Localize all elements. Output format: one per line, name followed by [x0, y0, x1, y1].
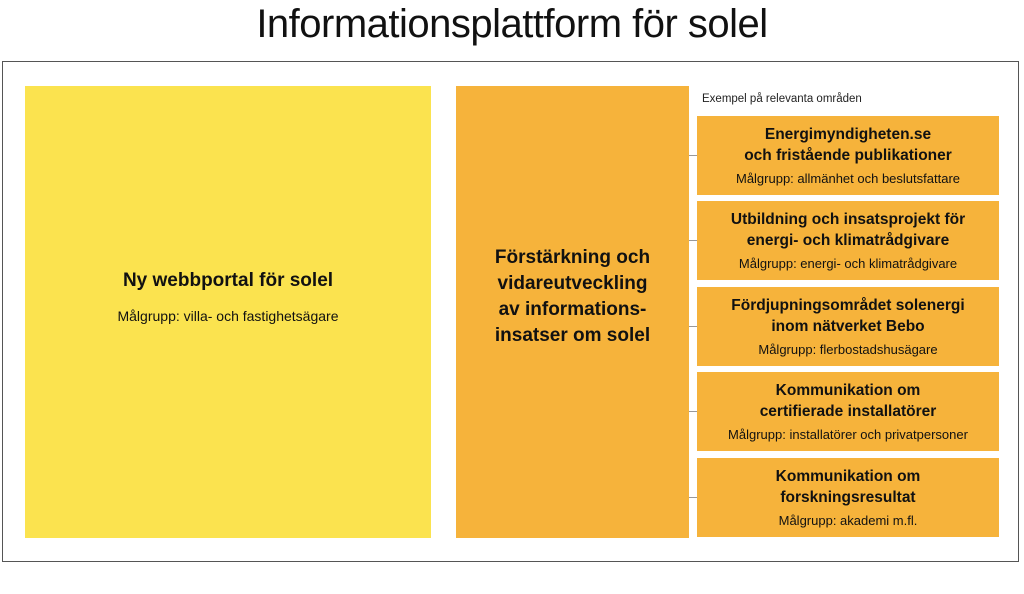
example-box-installatorer: Kommunikation om certifierade installatö… [697, 372, 999, 451]
example-heading: Utbildning och insatsprojekt för energi-… [730, 211, 966, 249]
connector-line [689, 155, 697, 156]
example-target: Målgrupp: akademi m.fl. [778, 513, 918, 528]
example-heading: Kommunikation om forskningsresultat [775, 468, 921, 506]
example-heading: Fördjupningsområdet solenergi inom nätve… [731, 297, 965, 335]
example-box-utbildning: Utbildning och insatsprojekt för energi-… [697, 201, 999, 280]
example-target: Målgrupp: energi- och klimatrådgivare [738, 256, 958, 271]
example-box-energimyndigheten: Energimyndigheten.se och fristående publ… [697, 116, 999, 195]
page-title: Informationsplattform för solel [256, 2, 768, 46]
example-heading: Energimyndigheten.se och fristående publ… [744, 126, 952, 164]
connector-line [689, 497, 697, 498]
examples-label: Exempel på relevanta områden [702, 93, 862, 105]
connector-line [689, 240, 697, 241]
reinforcement-box: Förstärkning och vidareutveckling av inf… [456, 86, 689, 538]
reinforcement-heading: Förstärkning och vidareutveckling av inf… [494, 247, 651, 346]
example-box-bebo: Fördjupningsområdet solenergi inom nätve… [697, 287, 999, 366]
connector-line [689, 326, 697, 327]
web-portal-heading: Ny webbportal för solel [122, 270, 334, 291]
example-target: Målgrupp: flerbostadshusägare [758, 342, 938, 357]
diagram-frame [2, 61, 1019, 562]
example-target: Målgrupp: installatörer och privatperson… [728, 427, 968, 442]
example-target: Målgrupp: allmänhet och beslutsfattare [735, 171, 960, 186]
connector-line [689, 411, 697, 412]
web-portal-target: Målgrupp: villa- och fastighetsägare [117, 308, 339, 324]
example-heading: Kommunikation om certifierade installatö… [759, 382, 937, 420]
web-portal-box: Ny webbportal för solel Målgrupp: villa-… [25, 86, 431, 538]
example-box-forskning: Kommunikation om forskningsresultat Målg… [697, 458, 999, 537]
